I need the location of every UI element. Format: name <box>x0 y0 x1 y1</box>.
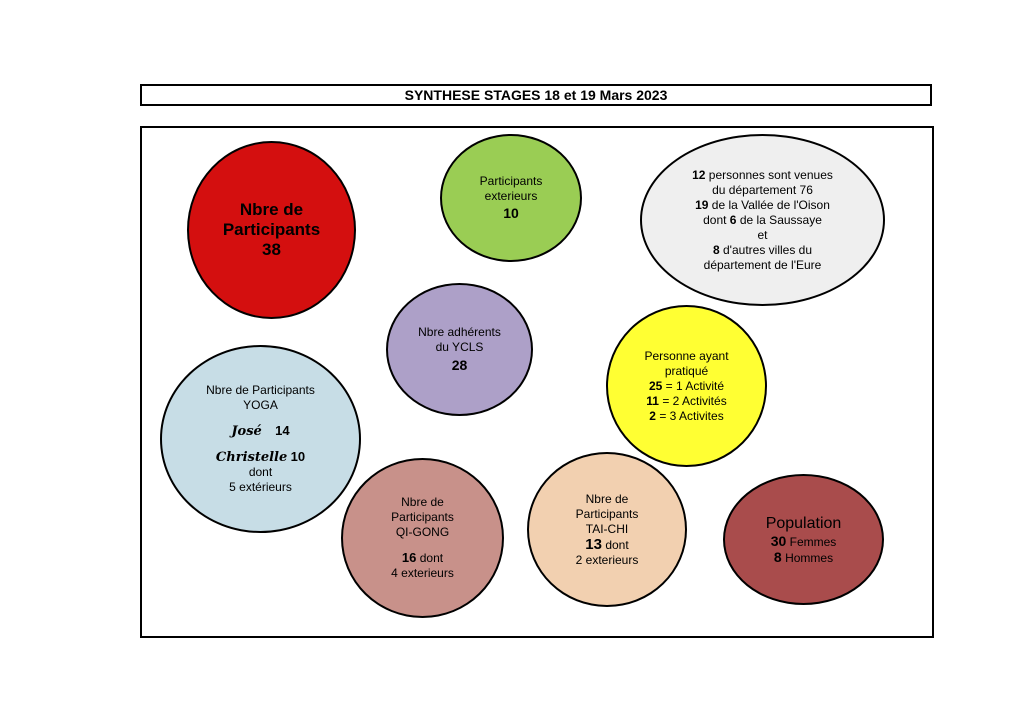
pratique-bubble: Personne ayant pratiqué 25 = 1 Activité … <box>606 305 767 467</box>
qigong-exterieurs: 4 exterieurs <box>391 566 454 580</box>
pratique-row: 2 = 3 Activites <box>649 408 724 423</box>
origine-line-4: dont 6 de la Saussaye <box>703 212 822 227</box>
pratique-row: 11 = 2 Activités <box>646 393 727 408</box>
pratique-row: 25 = 1 Activité <box>648 378 725 393</box>
taichi-exterieurs: 2 exterieurs <box>575 552 639 567</box>
yoga-label-1: Nbre de Participants <box>206 383 315 397</box>
origine-line-6: 8 d'autres villes du <box>712 242 813 257</box>
taichi-label-1: Nbre de <box>585 491 629 506</box>
population-femmes: 30 Femmes <box>770 533 837 550</box>
population-label: Population <box>765 515 842 532</box>
diagram-frame <box>140 126 934 638</box>
qigong-label-3: QI-GONG <box>395 525 450 539</box>
exterieurs-value: 10 <box>503 205 519 221</box>
taichi-bubble: Nbre de Participants TAI-CHI 13 dont 2 e… <box>527 452 687 607</box>
participants-value: 38 <box>262 240 281 259</box>
pratique-label-1: Personne ayant <box>644 348 729 363</box>
yoga-bubble: Nbre de Participants YOGA José 14 Christ… <box>160 345 361 533</box>
qigong-bubble: Nbre de Participants QI-GONG 16 dont 4 e… <box>341 458 504 618</box>
exterieurs-label-2: exterieurs <box>484 189 538 203</box>
yoga-label-2: YOGA <box>243 398 278 412</box>
adherents-label-1: Nbre adhérents <box>418 324 501 339</box>
pratique-label-2: pratiqué <box>664 363 709 378</box>
qigong-label-1: Nbre de <box>401 495 444 509</box>
participants-label-2: Participants <box>222 220 321 239</box>
adherents-bubble: Nbre adhérents du YCLS 28 <box>386 283 533 416</box>
adherents-value: 28 <box>451 356 468 373</box>
taichi-label-2: Participants <box>575 506 639 521</box>
yoga-teacher-jose: José 14 <box>231 423 290 439</box>
origine-line-5: et <box>757 227 768 242</box>
origine-line-2: du département 76 <box>712 182 813 197</box>
page-title: SYNTHESE STAGES 18 et 19 Mars 2023 <box>140 84 932 106</box>
yoga-teacher-christelle: Christelle 10 <box>215 449 306 465</box>
adherents-label-2: du YCLS <box>435 339 484 354</box>
population-hommes: 8 Hommes <box>773 549 834 566</box>
yoga-exterieurs: 5 extérieurs <box>229 480 292 494</box>
qigong-value: 16 dont <box>401 550 444 565</box>
exterieurs-label-1: Participants <box>479 174 543 188</box>
taichi-value: 13 dont <box>585 535 629 553</box>
origine-line-3: 19 de la Vallée de l'Oison <box>695 197 830 212</box>
exterieurs-bubble: Participants exterieurs 10 <box>440 134 582 262</box>
yoga-dont: dont <box>248 465 273 479</box>
participants-label-1: Nbre de <box>239 200 304 219</box>
origine-line-7: département de l'Eure <box>703 257 822 272</box>
origine-line-1: 12 personnes sont venues <box>692 167 833 182</box>
qigong-label-2: Participants <box>391 510 454 524</box>
population-bubble: Population 30 Femmes 8 Hommes <box>723 474 884 605</box>
origine-bubble: 12 personnes sont venues du département … <box>640 134 885 306</box>
participants-bubble: Nbre de Participants 38 <box>187 141 356 319</box>
taichi-label-3: TAI-CHI <box>585 521 629 536</box>
